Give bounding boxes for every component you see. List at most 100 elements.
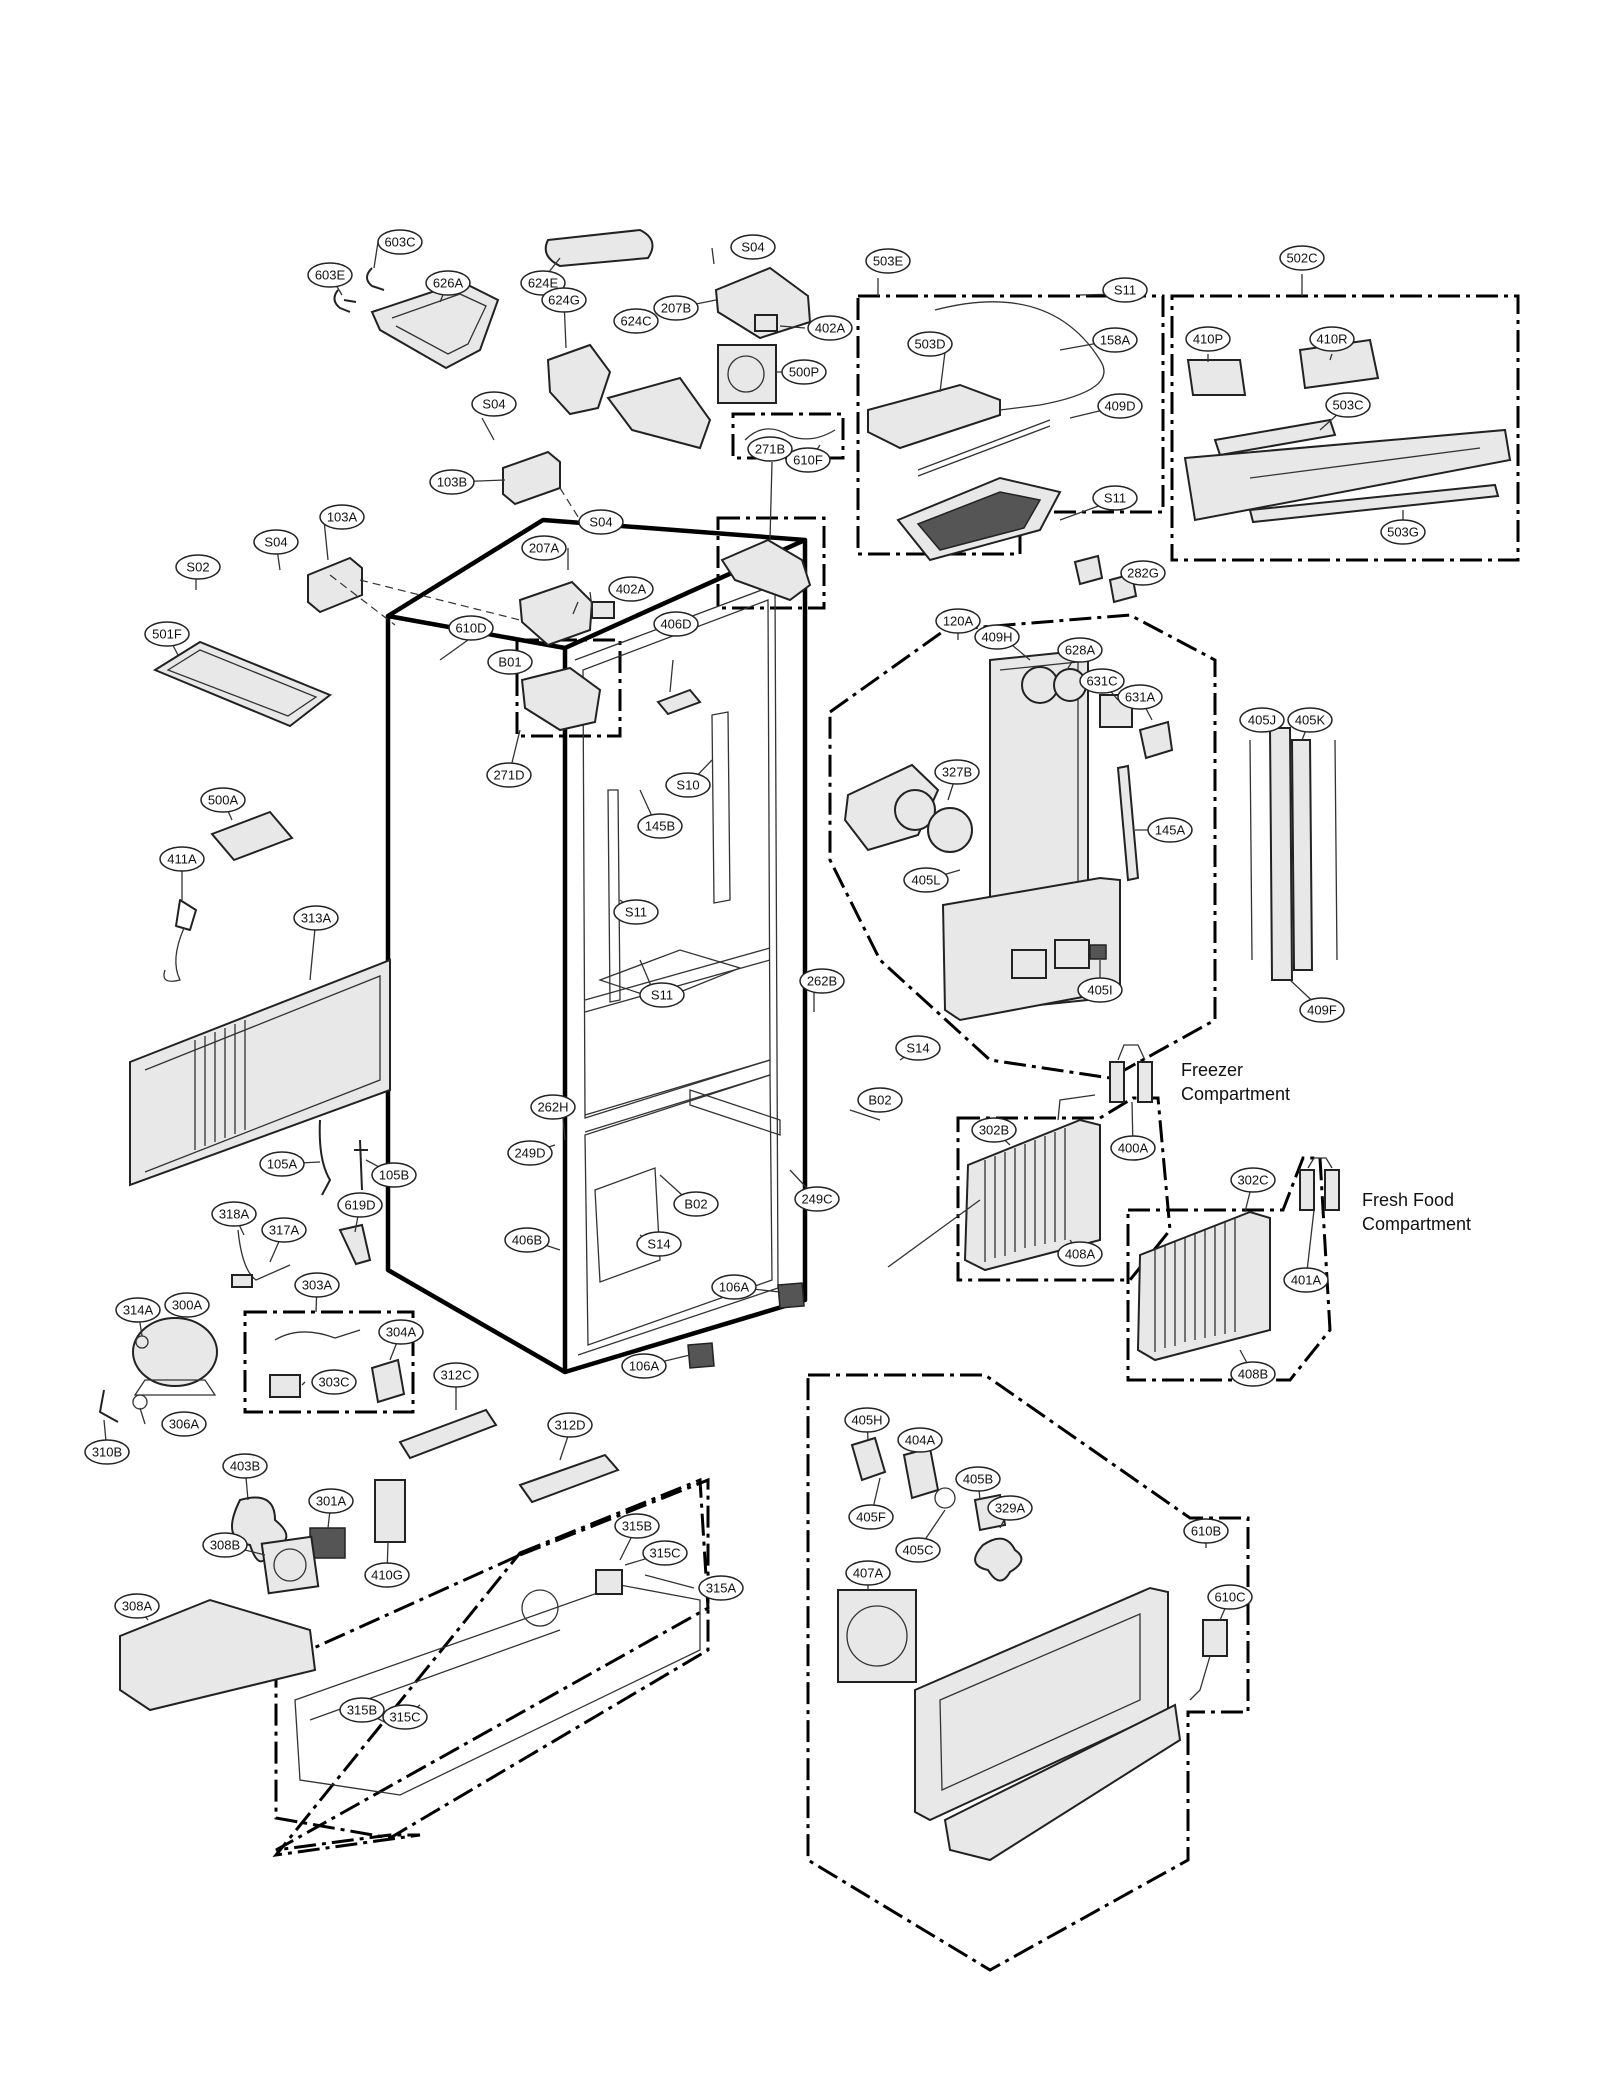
callout-308b: 308B bbox=[202, 1532, 248, 1558]
callout-503e: 503E bbox=[865, 248, 911, 274]
callout-405b: 405B bbox=[955, 1466, 1001, 1492]
callout-label: 503C bbox=[1332, 398, 1363, 413]
callout-310b: 310B bbox=[84, 1439, 130, 1465]
callout-label: B02 bbox=[868, 1093, 891, 1108]
callout-314a: 314A bbox=[115, 1297, 161, 1323]
callout-315b: 315B bbox=[339, 1697, 385, 1723]
callout-label: 301A bbox=[316, 1494, 347, 1509]
callout-105a: 105A bbox=[259, 1151, 305, 1177]
callout-label: 404A bbox=[905, 1433, 936, 1448]
callout-label: S10 bbox=[676, 778, 699, 793]
callout-label: 207B bbox=[661, 301, 691, 316]
group-502C-box bbox=[1170, 294, 1520, 562]
callout-label: 304A bbox=[386, 1325, 417, 1340]
callout-s11: S11 bbox=[1092, 485, 1138, 511]
callout-408a: 408A bbox=[1057, 1241, 1103, 1267]
callout-402a: 402A bbox=[807, 315, 853, 341]
callout-313a: 313A bbox=[293, 905, 339, 931]
callout-label: 103B bbox=[437, 475, 467, 490]
callout-405h: 405H bbox=[844, 1407, 890, 1433]
group-302B-box bbox=[956, 1096, 1172, 1282]
callout-label: 503D bbox=[914, 337, 945, 352]
callout-312c: 312C bbox=[433, 1362, 479, 1388]
top-parts bbox=[152, 228, 836, 982]
callout-label: 500P bbox=[789, 365, 819, 380]
callout-label: 410P bbox=[1193, 332, 1223, 347]
callout-label: 603E bbox=[315, 268, 346, 283]
callout-label: 610D bbox=[455, 621, 486, 636]
callout-628a: 628A bbox=[1057, 637, 1103, 663]
callout-s04: S04 bbox=[471, 391, 517, 417]
callout-label: 308A bbox=[122, 1599, 153, 1614]
callout-label: 313A bbox=[301, 911, 332, 926]
callout-label: 105B bbox=[379, 1168, 409, 1183]
callout-label: S11 bbox=[1114, 283, 1136, 298]
callout-610d: 610D bbox=[448, 615, 494, 641]
callout-411a: 411A bbox=[159, 846, 205, 872]
callout-610b: 610B bbox=[1183, 1518, 1229, 1544]
callout-label: 282G bbox=[1127, 566, 1159, 581]
callout-label: 405H bbox=[851, 1413, 882, 1428]
callout-282g: 282G bbox=[1120, 560, 1166, 586]
group-120A-box bbox=[828, 613, 1217, 1080]
freezer-caption-line2: Compartment bbox=[1181, 1084, 1290, 1104]
callout-502c: 502C bbox=[1279, 245, 1325, 271]
callout-label: 315C bbox=[649, 1546, 680, 1561]
callout-207b: 207B bbox=[653, 295, 699, 321]
callout-label: 106A bbox=[719, 1280, 750, 1295]
callout-145b: 145B bbox=[637, 813, 683, 839]
callout-label: 502C bbox=[1286, 251, 1317, 266]
callout-120a: 120A bbox=[935, 608, 981, 634]
callout-s10: S10 bbox=[665, 772, 711, 798]
callout-405f: 405F bbox=[848, 1504, 894, 1530]
callout-label: 503E bbox=[873, 254, 904, 269]
group-315A-box bbox=[272, 1477, 710, 1858]
callout-label: 610B bbox=[1191, 1524, 1221, 1539]
group-405-box bbox=[806, 1373, 1250, 1972]
callout-624g: 624G bbox=[541, 287, 587, 313]
callout-label: 410G bbox=[371, 1568, 403, 1583]
callout-label: S11 bbox=[1104, 491, 1126, 506]
callout-label: 409D bbox=[1104, 399, 1135, 414]
callout-label: 145B bbox=[645, 819, 675, 834]
callout-315a: 315A bbox=[698, 1575, 744, 1601]
callout-label: 400A bbox=[1118, 1141, 1149, 1156]
callout-label: 411A bbox=[167, 852, 197, 867]
callout-400a: 400A bbox=[1110, 1135, 1156, 1161]
callout-label: 312C bbox=[440, 1368, 471, 1383]
callout-271d: 271D bbox=[486, 762, 532, 788]
callout-label: 106A bbox=[629, 1359, 660, 1374]
callout-500p: 500P bbox=[781, 359, 827, 385]
callout-label: 300A bbox=[172, 1298, 203, 1313]
callout-label: 405F bbox=[856, 1510, 886, 1525]
callout-label: 610C bbox=[1214, 1590, 1245, 1605]
callout-label: 619D bbox=[344, 1198, 375, 1213]
callout-103b: 103B bbox=[429, 469, 475, 495]
callout-label: 315B bbox=[622, 1519, 652, 1534]
callout-409f: 409F bbox=[1299, 997, 1345, 1023]
callout-306a: 306A bbox=[161, 1411, 207, 1437]
callout-label: 628A bbox=[1065, 643, 1096, 658]
callout-label: S11 bbox=[625, 905, 647, 920]
callout-406d: 406D bbox=[653, 611, 699, 637]
callout-s11: S11 bbox=[1102, 277, 1148, 303]
callout-405j: 405J bbox=[1239, 707, 1285, 733]
callout-106a: 106A bbox=[711, 1274, 757, 1300]
callout-label: 402A bbox=[815, 321, 846, 336]
callout-404a: 404A bbox=[897, 1427, 943, 1453]
group-boxes bbox=[243, 294, 1520, 1972]
callout-label: 207A bbox=[529, 541, 560, 556]
callout-s11: S11 bbox=[639, 982, 685, 1008]
callout-label: 315A bbox=[706, 1581, 737, 1596]
callout-label: 408A bbox=[1065, 1247, 1096, 1262]
refrigerator-cabinet bbox=[385, 517, 808, 1375]
callout-label: S04 bbox=[589, 515, 612, 530]
callout-500a: 500A bbox=[200, 787, 246, 813]
callout-619d: 619D bbox=[337, 1192, 383, 1218]
callout-s11: S11 bbox=[613, 899, 659, 925]
callout-label: 409H bbox=[981, 630, 1012, 645]
callout-label: 624E bbox=[528, 276, 559, 291]
callout-label: 405C bbox=[902, 1543, 933, 1558]
callout-label: 318A bbox=[219, 1207, 250, 1222]
